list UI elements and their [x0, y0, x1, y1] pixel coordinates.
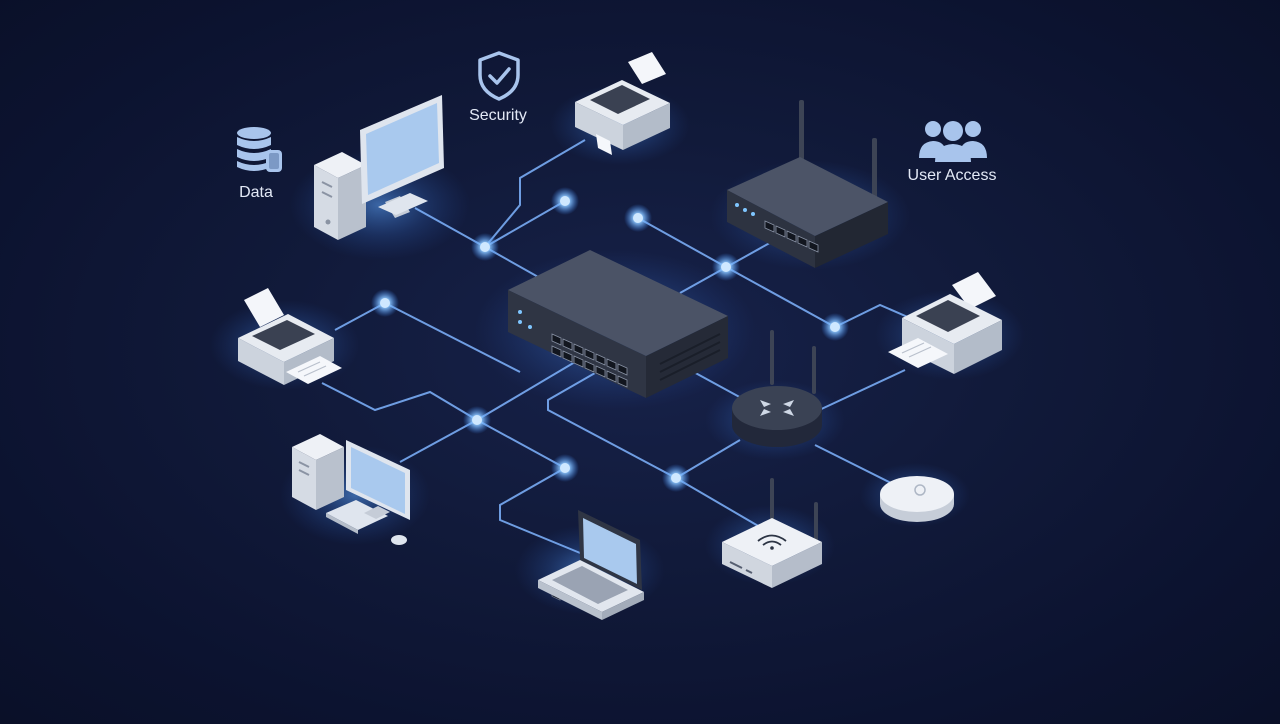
printer-right: [888, 272, 1002, 374]
shield-check-icon: [478, 51, 520, 101]
router-wireless-center: [732, 330, 822, 447]
link-router-to-printer-right: [814, 369, 906, 413]
link-node-to-node: [484, 200, 566, 248]
junction-node: [551, 454, 579, 482]
link-node-to-laptop: [476, 419, 586, 556]
link-printer-left-down: [321, 382, 478, 421]
switch-ports: [551, 333, 628, 388]
junction-node: [371, 289, 399, 317]
junction-node: [551, 187, 579, 215]
junction-node: [471, 233, 499, 261]
junction-node: [712, 253, 740, 281]
junction-node: [821, 313, 849, 341]
user-access-label: User Access: [907, 167, 997, 184]
link-switch-to-wifi: [547, 372, 761, 528]
link-switch-to-router: [689, 369, 746, 401]
link-printer-right: [834, 303, 911, 328]
link-printer-top-to-node: [484, 139, 586, 248]
access-point: [880, 476, 954, 522]
junction-nodes: [371, 187, 849, 492]
junction-node: [662, 464, 690, 492]
data-label: Data: [239, 184, 273, 201]
users-icon: [919, 121, 987, 162]
printer-left: [238, 288, 342, 385]
database-icon: [237, 127, 282, 172]
security-label: Security: [469, 107, 527, 124]
laptop: [538, 510, 644, 620]
desktop-computer-top: [314, 95, 444, 240]
desktop-computer-bottom: [292, 434, 410, 545]
junction-node: [463, 406, 491, 434]
router-top-right: [727, 100, 888, 268]
link-router-to-access-point: [814, 444, 896, 486]
wifi-router: [722, 478, 822, 588]
junction-node: [624, 204, 652, 232]
printer-top: [575, 52, 670, 155]
central-switch: [508, 250, 728, 601]
